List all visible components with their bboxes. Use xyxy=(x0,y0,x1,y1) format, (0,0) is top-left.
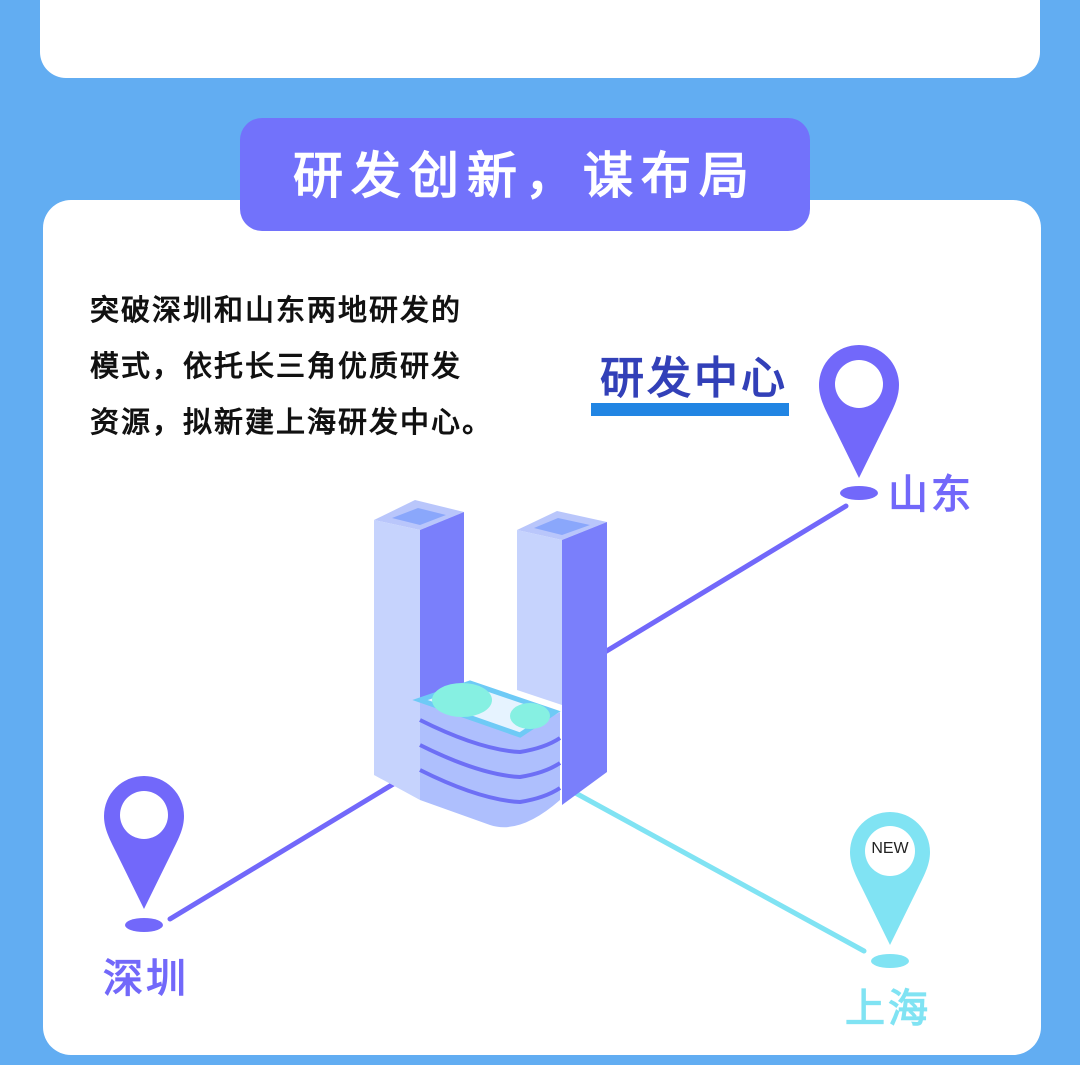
building-illustration xyxy=(374,500,607,828)
city-label-shenzhen: 深圳 xyxy=(103,956,189,1002)
intro-text: 突破深圳和山东两地研发的 模式，依托长三角优质研发 资源，拟新建上海研发中心。 xyxy=(90,282,530,450)
tree-icon xyxy=(432,683,492,717)
intro-line: 模式，依托长三角优质研发 xyxy=(90,349,463,383)
route-line-shandong xyxy=(597,503,849,658)
title-underline xyxy=(591,403,789,416)
route-line-shanghai xyxy=(567,787,867,954)
pin-shanghai-icon xyxy=(850,812,930,968)
pin-shenzhen-icon xyxy=(104,776,184,932)
section-title: 研发创新，谋布局 xyxy=(240,118,810,231)
tree-icon xyxy=(510,703,550,729)
intro-line: 资源，拟新建上海研发中心。 xyxy=(90,405,494,439)
intro-line: 突破深圳和山东两地研发的 xyxy=(90,293,463,327)
pin-shandong-icon xyxy=(819,345,899,500)
city-label-shandong: 山东 xyxy=(888,472,974,518)
top-card xyxy=(40,0,1040,78)
route-line-shenzhen xyxy=(167,777,403,922)
new-badge: NEW xyxy=(871,840,909,857)
rd-center-title: 研发中心 xyxy=(600,353,788,404)
city-label-shanghai: 上海 xyxy=(845,986,931,1032)
